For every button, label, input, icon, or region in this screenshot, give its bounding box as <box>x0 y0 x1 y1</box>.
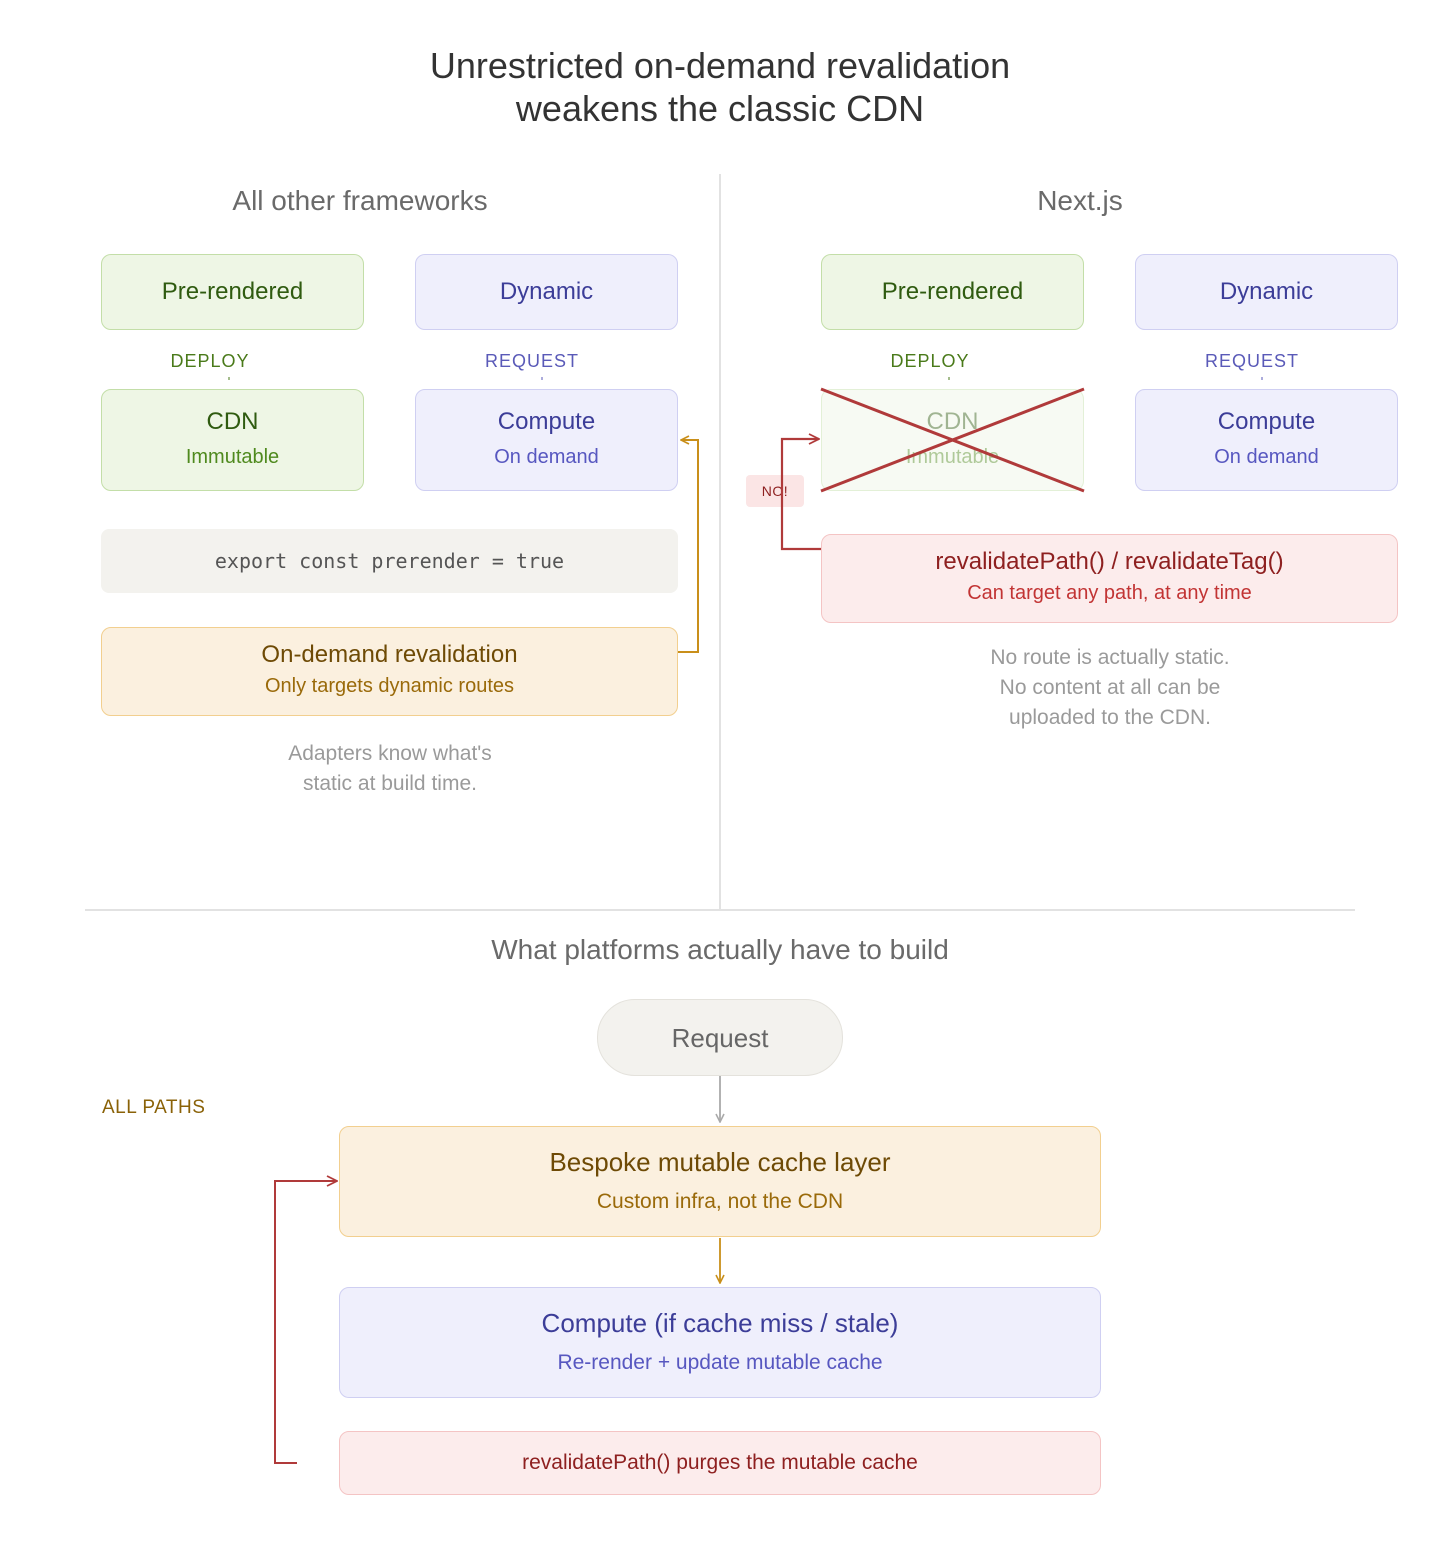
section-divider <box>85 909 1355 911</box>
right-revalidate-arrow <box>780 439 821 551</box>
left-compute-subtitle: On demand <box>494 446 599 468</box>
left-prerendered-box: Pre-rendered <box>101 254 364 330</box>
left-note-line-1: Adapters know what's <box>288 742 492 765</box>
right-dynamic-label: Dynamic <box>1219 278 1314 305</box>
left-note-line-2: static at build time. <box>303 772 477 795</box>
mutable-cache-title: Bespoke mutable cache layer <box>549 1147 891 1177</box>
left-prerendered-label: Pre-rendered <box>161 278 304 305</box>
right-deploy-label: DEPLOY <box>890 351 970 371</box>
left-dynamic-box: Dynamic <box>415 254 678 330</box>
left-compute-box: Compute On demand <box>415 389 678 491</box>
bottom-compute-box: Compute (if cache miss / stale) Re-rende… <box>339 1287 1101 1398</box>
right-note-line-2: No content at all can be <box>999 676 1221 699</box>
bottom-section-heading: What platforms actually have to build <box>491 934 949 965</box>
right-compute-subtitle: On demand <box>1214 446 1319 468</box>
left-compute-title: Compute <box>497 408 596 435</box>
right-revalidate-title: revalidatePath() / revalidateTag() <box>935 548 1284 575</box>
left-column-heading: All other frameworks <box>232 185 488 216</box>
left-revalidation-title: On-demand revalidation <box>261 641 518 668</box>
right-revalidate-box: revalidatePath() / revalidateTag() Can t… <box>821 534 1398 623</box>
prerender-code-snippet: export const prerender = true <box>101 529 678 593</box>
left-deploy-label: DEPLOY <box>170 351 250 371</box>
right-note-line-3: uploaded to the CDN. <box>1009 706 1211 729</box>
left-cdn-subtitle: Immutable <box>185 446 280 468</box>
right-dynamic-box: Dynamic <box>1135 254 1398 330</box>
right-prerendered-box: Pre-rendered <box>821 254 1084 330</box>
title-line-1: Unrestricted on-demand revalidation <box>429 45 1011 86</box>
request-pill: Request <box>597 999 843 1076</box>
purge-to-cache-arrow <box>274 1181 337 1464</box>
column-divider <box>719 174 721 910</box>
right-cdn-title: CDN <box>926 408 979 435</box>
bottom-compute-title: Compute (if cache miss / stale) <box>541 1308 899 1338</box>
title-line-2: weakens the classic CDN <box>515 88 925 129</box>
mutable-cache-box: Bespoke mutable cache layer Custom infra… <box>339 1126 1101 1237</box>
right-cdn-subtitle: Immutable <box>905 446 1000 468</box>
right-note-line-1: No route is actually static. <box>990 646 1230 669</box>
mutable-cache-subtitle: Custom infra, not the CDN <box>596 1190 844 1213</box>
left-cdn-title: CDN <box>206 408 259 435</box>
right-compute-title: Compute <box>1217 408 1316 435</box>
right-column-heading: Next.js <box>1037 185 1123 216</box>
right-compute-box: Compute On demand <box>1135 389 1398 491</box>
bottom-compute-subtitle: Re-render + update mutable cache <box>557 1351 883 1374</box>
left-dynamic-label: Dynamic <box>499 278 594 305</box>
left-revalidation-box: On-demand revalidation Only targets dyna… <box>101 627 678 716</box>
diagram-title: Unrestricted on-demand revalidation weak… <box>0 44 1440 130</box>
left-revalidation-arrow <box>678 440 699 653</box>
right-revalidate-subtitle: Can target any path, at any time <box>967 582 1252 604</box>
cdn-cross-line-2 <box>820 387 1085 493</box>
right-request-label: REQUEST <box>1204 351 1299 371</box>
left-cdn-box: CDN Immutable <box>101 389 364 491</box>
left-revalidation-subtitle: Only targets dynamic routes <box>265 675 514 697</box>
purge-label: revalidatePath() purges the mutable cach… <box>522 1451 918 1474</box>
no-badge: NO! <box>746 475 804 507</box>
right-note: No route is actually static. No content … <box>880 643 1340 733</box>
right-prerendered-label: Pre-rendered <box>881 278 1024 305</box>
left-request-label: REQUEST <box>484 351 579 371</box>
all-paths-label: ALL PATHS <box>102 1097 206 1118</box>
left-note: Adapters know what's static at build tim… <box>160 739 620 799</box>
purge-box: revalidatePath() purges the mutable cach… <box>339 1431 1101 1495</box>
